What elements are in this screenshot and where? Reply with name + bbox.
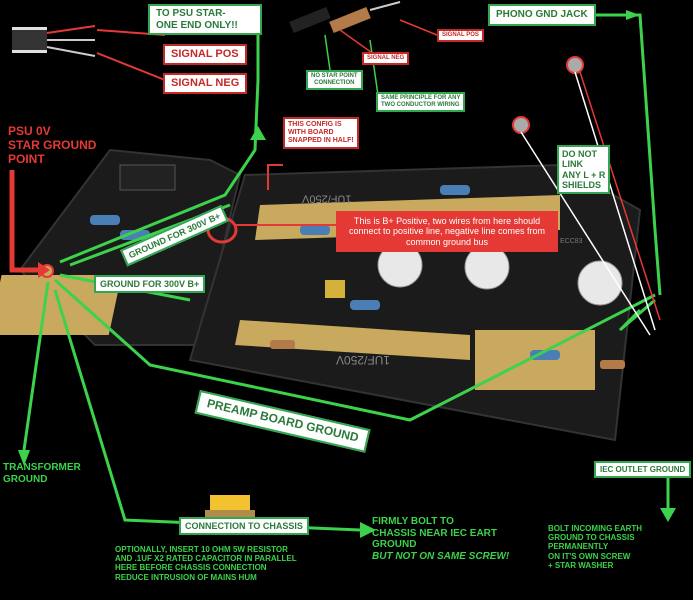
wire-psu-star: [59, 30, 260, 264]
resistor: [350, 300, 380, 310]
pcb-label-cap: 1UF/250V: [336, 352, 391, 367]
label-same-principle: SAME PRINCIPLE FOR ANY TWO CONDUCTOR WIR…: [376, 92, 466, 112]
preamp-gold-strip-2: [235, 320, 470, 360]
wire-phono-loop: [618, 298, 656, 332]
label-signal-neg: SIGNAL NEG: [163, 73, 248, 94]
label-bplus: This is B+ Positive, two wires from here…: [336, 211, 558, 253]
resistor-icon: [205, 510, 255, 518]
wire-transformer: [22, 281, 50, 451]
phono-jack-icon: [566, 56, 584, 74]
phono-jack-icon: [512, 116, 530, 134]
label-connection-chassis: CONNECTION TO CHASSIS: [179, 517, 309, 536]
resistor: [440, 185, 470, 195]
resistor: [300, 225, 330, 235]
psu-mosfet: [119, 164, 176, 191]
resistor: [90, 215, 120, 225]
arrow: [18, 450, 30, 466]
pcb-label-ecc: ECC83: [560, 238, 583, 245]
shielded-cable-icon: [12, 25, 96, 57]
label-signal-neg-small: SIGNAL NEG: [362, 52, 410, 65]
arrow: [360, 522, 376, 538]
label-firmly-bolt: FIRMLY BOLT TO CHASSIS NEAR IEC EART GRO…: [372, 516, 498, 550]
wire-phono-gnd: [590, 13, 662, 296]
arrow: [660, 508, 676, 522]
arrow: [626, 10, 640, 20]
label-config: THIS CONFIG IS WITH BOARD SNAPPED IN HAL…: [283, 117, 359, 150]
resistor: [600, 360, 625, 369]
label-transformer: TRANSFORMER GROUND: [3, 462, 81, 485]
label-do-not-link: DO NOT LINK ANY L + R SHIELDS: [557, 145, 611, 195]
label-phono-gnd: PHONO GND JACK: [488, 4, 596, 26]
label-psu-star: TO PSU STAR- ONE END ONLY!!: [148, 4, 262, 35]
psu0v-red-arrow: [9, 170, 38, 273]
tube-socket-3: [577, 260, 623, 306]
label-optionally: OPTIONALLY, INSERT 10 OHM 5W RESISTOR AN…: [115, 545, 297, 582]
x2-capacitor-icon: [210, 495, 250, 513]
label-not-same-screw: BUT NOT ON SAME SCREW!: [372, 551, 510, 562]
psu-gold-pad: [0, 275, 122, 335]
label-no-star: NO STAR POINT CONNECTION: [306, 70, 363, 90]
label-bolt-incoming: BOLT INCOMING EARTH GROUND TO CHASSIS PE…: [548, 524, 643, 570]
label-psu0v: PSU 0V STAR GROUND POINT: [8, 124, 97, 166]
label-iec-outlet: IEC OUTLET GROUND: [594, 461, 692, 479]
wire-preamp-ground: [53, 278, 656, 422]
label-signal-pos: SIGNAL POS: [163, 44, 247, 65]
resistor: [270, 340, 295, 349]
label-ground300-b: GROUND FOR 300V B+: [94, 275, 206, 294]
yellow-capacitor: [325, 280, 345, 298]
arrow: [250, 126, 266, 140]
label-signal-pos-small: SIGNAL POS: [437, 29, 484, 42]
resistor: [530, 350, 560, 360]
coax-cable-icon: [289, 1, 401, 34]
pcb-label-cap: 1UF/250V: [302, 192, 352, 205]
